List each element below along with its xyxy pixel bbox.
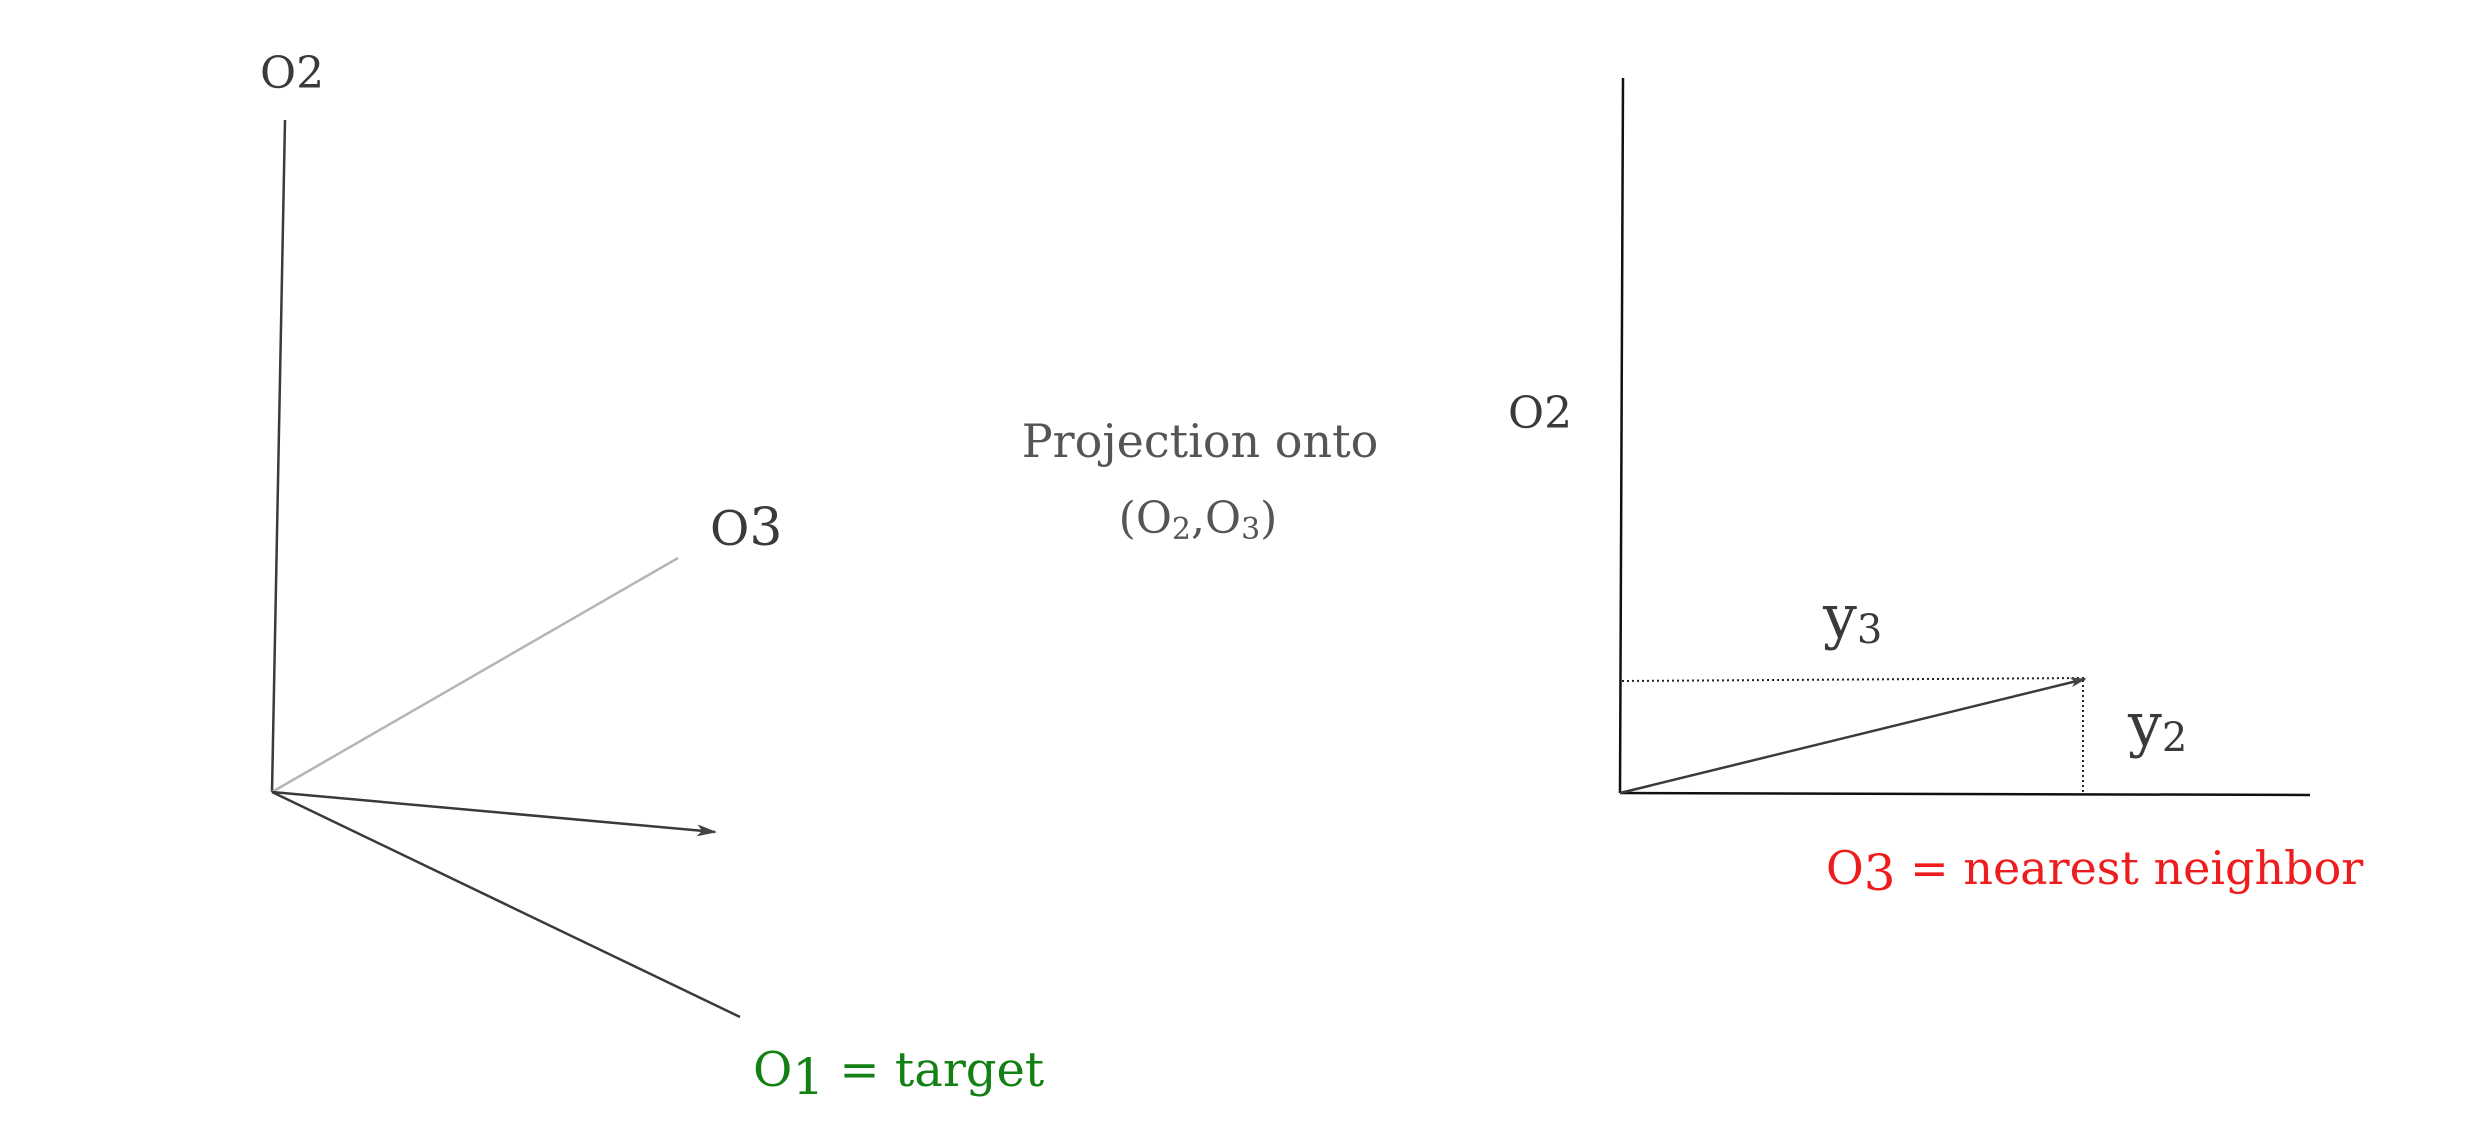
projection-caption: Projection onto (O2,O3) <box>1022 414 1379 547</box>
o2-axis-line <box>270 119 287 793</box>
o1-axis-line <box>271 790 741 1019</box>
y3-label: y3 <box>1822 582 1882 653</box>
o3-horizontal-axis <box>1619 791 2311 797</box>
caption-line-1: Projection onto <box>1022 414 1379 468</box>
y2-label: y2 <box>2127 690 2187 761</box>
o2-axis-label: O2 <box>260 48 324 99</box>
o3-axis-label: O3 <box>710 498 782 558</box>
nearest-neighbor-label: O3 = nearest neighbor <box>1826 841 2363 902</box>
target-label: O1 = target <box>753 1042 1044 1106</box>
y3-dotted-guide <box>1621 677 2086 682</box>
right-2d-axes: O2 y3 y2 O3 = nearest neighbor <box>1508 77 2363 902</box>
o2-axis-label-right: O2 <box>1508 388 1572 439</box>
caption-line-2: (O2,O3) <box>1119 493 1278 547</box>
target-vector-arrow <box>271 790 717 837</box>
left-3d-axes: O2 O3 O1 = target <box>260 48 1044 1106</box>
projected-vector-arrow <box>1619 677 2087 795</box>
o2-vertical-axis <box>1618 77 1625 794</box>
o3-axis-line <box>271 556 679 794</box>
